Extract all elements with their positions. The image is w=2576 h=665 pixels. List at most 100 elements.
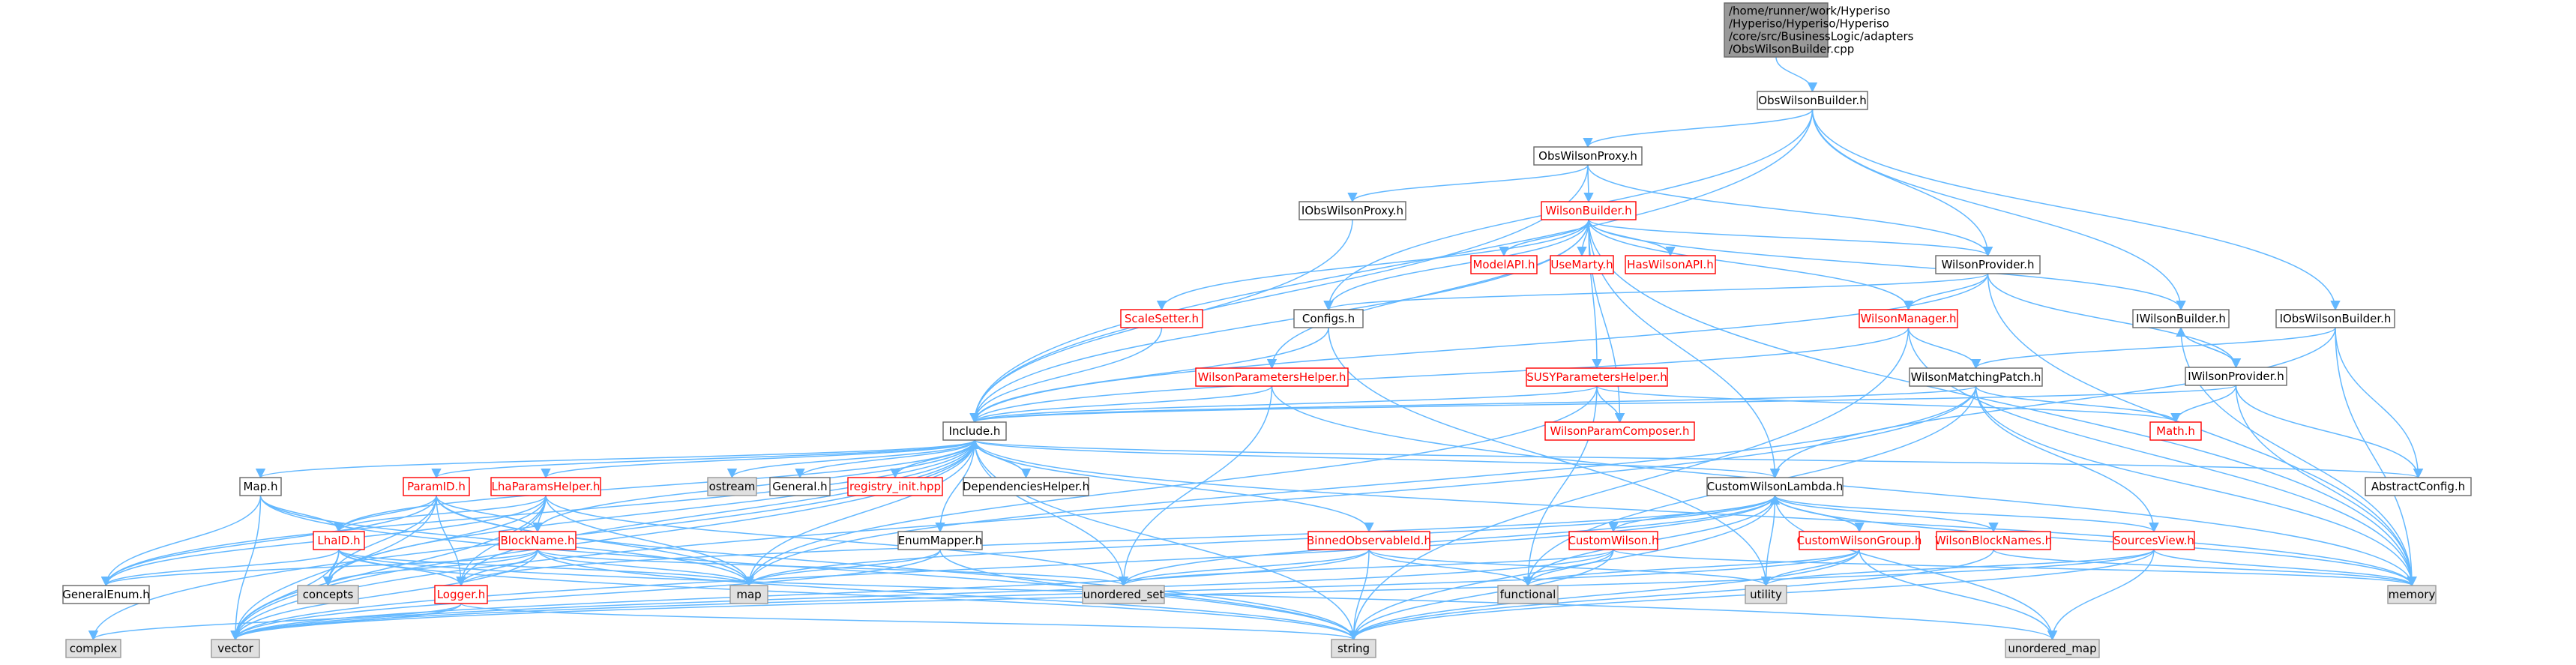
node-umap[interactable]: unordered_map bbox=[2005, 639, 2100, 658]
node-lhaid[interactable]: LhaID.h bbox=[313, 531, 365, 550]
node-include[interactable]: Include.h bbox=[942, 421, 1007, 441]
edge-wb-to-iwb bbox=[1588, 219, 2186, 311]
file-nodes: /home/runner/work/Hyperiso/Hyperiso/Hype… bbox=[62, 2, 2472, 658]
edge-wph-to-uset bbox=[1118, 385, 1273, 587]
node-math[interactable]: Math.h bbox=[2149, 421, 2202, 441]
edge-wmp-to-map bbox=[744, 385, 1977, 587]
node-sources[interactable]: SourcesView.h bbox=[2113, 531, 2195, 550]
node-box bbox=[2113, 531, 2195, 550]
node-box bbox=[897, 531, 983, 550]
node-box bbox=[211, 639, 260, 658]
node-box bbox=[403, 477, 470, 496]
node-uset[interactable]: unordered_set bbox=[1082, 585, 1165, 604]
node-label: concepts bbox=[303, 588, 354, 601]
node-label: SUSYParametersHelper.h bbox=[1526, 370, 1667, 384]
edge-wmgr-to-string bbox=[1348, 327, 1910, 641]
node-label: WilsonBlockNames.h bbox=[1935, 534, 2052, 547]
node-label: memory bbox=[2389, 588, 2436, 601]
node-logger[interactable]: Logger.h bbox=[434, 585, 488, 604]
node-wmgr[interactable]: WilsonManager.h bbox=[1859, 309, 1958, 328]
node-cwg[interactable]: CustomWilsonGroup.h bbox=[1797, 531, 1922, 550]
node-usemarty[interactable]: UseMarty.h bbox=[1550, 255, 1614, 274]
node-vector[interactable]: vector bbox=[211, 639, 260, 658]
edge-maph-to-vector bbox=[230, 495, 262, 641]
node-modelapi[interactable]: ModelAPI.h bbox=[1470, 255, 1538, 274]
node-blockname[interactable]: BlockName.h bbox=[499, 531, 577, 550]
node-concepts[interactable]: concepts bbox=[297, 585, 359, 604]
node-string[interactable]: string bbox=[1331, 639, 1376, 658]
node-wprov[interactable]: WilsonProvider.h bbox=[1935, 255, 2041, 274]
edge-wprov-to-configs bbox=[1323, 273, 1989, 311]
edge-include-to-abscfg bbox=[974, 439, 2423, 479]
node-enummap[interactable]: EnumMapper.h bbox=[897, 531, 983, 550]
node-wbn[interactable]: WilsonBlockNames.h bbox=[1935, 531, 2052, 550]
edge-maph-to-genenum bbox=[100, 495, 262, 587]
edge-cw-to-string bbox=[1348, 549, 1614, 641]
node-reginit[interactable]: registry_init.hpp bbox=[847, 477, 943, 496]
node-lhaph[interactable]: LhaParamsHelper.h bbox=[490, 477, 601, 496]
node-label: WilsonProvider.h bbox=[1942, 258, 2035, 271]
node-box bbox=[847, 477, 943, 496]
edge-susy-to-functional bbox=[1523, 385, 1598, 587]
node-label: IObsWilsonBuilder.h bbox=[2280, 312, 2392, 325]
node-memory[interactable]: memory bbox=[2387, 585, 2437, 604]
edge-lhaph-to-concepts bbox=[322, 495, 547, 587]
node-dephelp[interactable]: DependenciesHelper.h bbox=[963, 477, 1089, 496]
edge-wb-to-wpc bbox=[1588, 219, 1625, 424]
node-box bbox=[2149, 421, 2202, 441]
node-abscfg[interactable]: AbstractConfig.h bbox=[2365, 477, 2472, 496]
node-box bbox=[1195, 367, 1349, 387]
node-label: IWilsonBuilder.h bbox=[2136, 312, 2226, 325]
node-scale[interactable]: ScaleSetter.h bbox=[1120, 309, 1203, 328]
node-iobswb[interactable]: IObsWilsonBuilder.h bbox=[2275, 309, 2395, 328]
node-iwb[interactable]: IWilsonBuilder.h bbox=[2132, 309, 2230, 328]
node-label: ParamID.h bbox=[407, 480, 466, 493]
node-complex[interactable]: complex bbox=[65, 639, 121, 658]
node-iobswp[interactable]: IObsWilsonProxy.h bbox=[1298, 201, 1406, 220]
node-paramid[interactable]: ParamID.h bbox=[403, 477, 470, 496]
node-label: CustomWilsonGroup.h bbox=[1797, 534, 1922, 547]
node-map[interactable]: map bbox=[729, 585, 768, 604]
node-ostream[interactable]: ostream bbox=[707, 477, 757, 496]
node-wpc[interactable]: WilsonParamComposer.h bbox=[1544, 421, 1695, 441]
node-maph[interactable]: Map.h bbox=[239, 477, 282, 496]
node-cw[interactable]: CustomWilson.h bbox=[1568, 531, 1659, 550]
node-utility[interactable]: utility bbox=[1745, 585, 1787, 604]
node-general[interactable]: General.h bbox=[769, 477, 831, 496]
edge-obswb-to-obswp bbox=[1583, 109, 1814, 148]
node-wph[interactable]: WilsonParametersHelper.h bbox=[1195, 367, 1349, 387]
node-label: unordered_map bbox=[2008, 642, 2096, 656]
node-iwp[interactable]: IWilsonProvider.h bbox=[2185, 367, 2287, 386]
edge-cwl-to-logger bbox=[456, 495, 1776, 587]
edge-iobswb-to-abscfg bbox=[2335, 327, 2424, 479]
edge-maph-to-lhaid bbox=[259, 495, 344, 533]
node-box bbox=[1298, 201, 1406, 220]
edge-susy-to-wpc bbox=[1596, 385, 1625, 424]
node-cwl[interactable]: CustomWilsonLambda.h bbox=[1706, 477, 1844, 496]
edge-wmgr-to-include bbox=[969, 327, 1910, 424]
node-susy[interactable]: SUSYParametersHelper.h bbox=[1526, 367, 1668, 387]
node-functional[interactable]: functional bbox=[1497, 585, 1559, 604]
node-root[interactable]: /home/runner/work/Hyperiso/Hyperiso/Hype… bbox=[1724, 2, 1914, 58]
node-obswp[interactable]: ObsWilsonProxy.h bbox=[1533, 146, 1643, 166]
node-box bbox=[1293, 309, 1364, 328]
node-label: Math.h bbox=[2156, 424, 2195, 438]
node-obswb[interactable]: ObsWilsonBuilder.h bbox=[1757, 91, 1868, 110]
node-box bbox=[2387, 585, 2437, 604]
node-binned[interactable]: BinnedObservableId.h bbox=[1307, 531, 1431, 550]
edge-cwl-to-umap bbox=[1774, 495, 2058, 641]
node-wmp[interactable]: WilsonMatchingPatch.h bbox=[1909, 367, 2043, 387]
node-label: BlockName.h bbox=[500, 534, 574, 547]
edge-wbn-to-string bbox=[1348, 549, 1994, 641]
node-wb[interactable]: WilsonBuilder.h bbox=[1541, 201, 1637, 220]
node-haswilson[interactable]: HasWilsonAPI.h bbox=[1625, 255, 1716, 274]
node-label: ModelAPI.h bbox=[1472, 258, 1535, 271]
node-box bbox=[1724, 2, 1829, 58]
node-configs[interactable]: Configs.h bbox=[1293, 309, 1364, 328]
edge-wb-to-scale bbox=[1156, 219, 1589, 311]
node-genenum[interactable]: GeneralEnum.h bbox=[62, 585, 150, 604]
edge-cw-to-vector bbox=[230, 549, 1614, 641]
node-box bbox=[1706, 477, 1844, 496]
edge-cwg-to-cwl bbox=[1769, 494, 1860, 532]
